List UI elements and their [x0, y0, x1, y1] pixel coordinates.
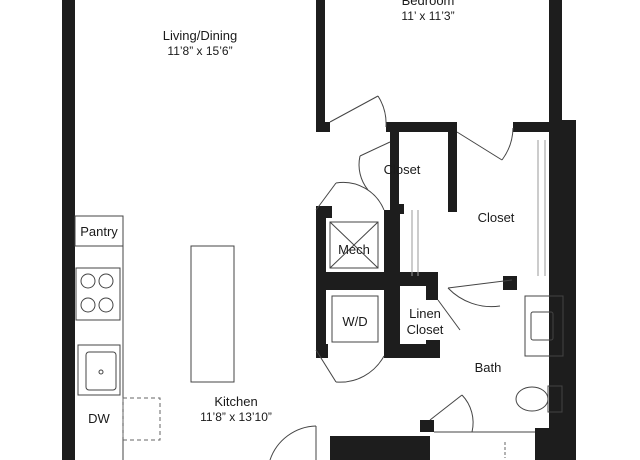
kitchen-island	[190, 245, 235, 383]
dw-label: DW	[88, 411, 110, 426]
living-room-label: Living/Dining 11’8” x 15’6”	[140, 28, 260, 59]
kitchen-name: Kitchen	[214, 394, 258, 409]
linen-closet-line1: Linen	[409, 306, 441, 321]
mech-label: Mech	[338, 242, 370, 257]
kitchen-dims: 11’8” x 13’10”	[200, 410, 272, 425]
living-room-name: Living/Dining	[162, 28, 238, 43]
toilet	[515, 385, 563, 413]
door-swings	[269, 95, 514, 460]
kitchen-sink	[85, 351, 117, 391]
bedroom-name: Bedroom	[401, 0, 455, 8]
bedroom-dims: 11’ x 11’3”	[401, 9, 455, 24]
closet-rods	[411, 140, 546, 276]
bedroom-label: Bedroom 11’ x 11’3”	[378, 0, 478, 24]
dishwasher	[122, 397, 161, 441]
pantry-label: Pantry	[80, 224, 118, 239]
wd-label: W/D	[342, 314, 368, 329]
cooktop-burners	[80, 273, 114, 313]
bath-label: Bath	[474, 360, 502, 375]
linen-closet-line2: Closet	[406, 322, 444, 338]
walls	[62, 0, 576, 460]
washer-dryer	[331, 295, 379, 343]
kitchen-label: Kitchen 11’8” x 13’10”	[176, 394, 296, 425]
closet-large-label: Closet	[477, 210, 515, 225]
linen-closet-label: Linen Closet	[398, 306, 452, 339]
living-room-dims: 11’8” x 15’6”	[167, 44, 233, 59]
bath-vanity	[524, 295, 564, 357]
mech-unit	[329, 221, 379, 269]
closet-small-label: Closet	[383, 162, 421, 177]
kitchen-counters	[74, 215, 124, 460]
